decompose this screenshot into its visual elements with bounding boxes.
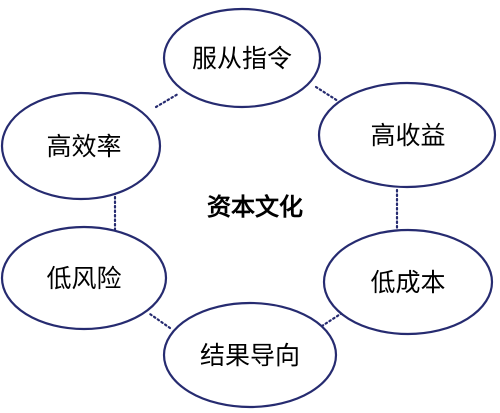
connector-command-to-revenue	[314, 85, 340, 103]
connector-results-to-risk	[148, 312, 172, 330]
connector-cost-to-results	[320, 311, 344, 328]
node-low-risk-label: 低风险	[46, 264, 121, 293]
node-follow-orders-label: 服从指令	[192, 44, 292, 73]
node-low-risk: 低风险	[0, 225, 168, 331]
node-high-revenue: 高收益	[317, 81, 497, 189]
node-low-cost-label: 低成本	[370, 268, 445, 297]
node-high-revenue-label: 高收益	[370, 121, 445, 150]
node-high-efficiency-label: 高效率	[46, 132, 121, 161]
center-label: 资本文化	[207, 193, 303, 221]
node-follow-orders: 服从指令	[162, 7, 322, 109]
node-results-oriented: 结果导向	[162, 301, 338, 409]
node-results-oriented-label: 结果导向	[200, 341, 300, 370]
connector-efficiency-to-command	[154, 92, 180, 109]
node-high-efficiency: 高效率	[0, 91, 162, 201]
node-low-cost: 低成本	[322, 228, 494, 336]
